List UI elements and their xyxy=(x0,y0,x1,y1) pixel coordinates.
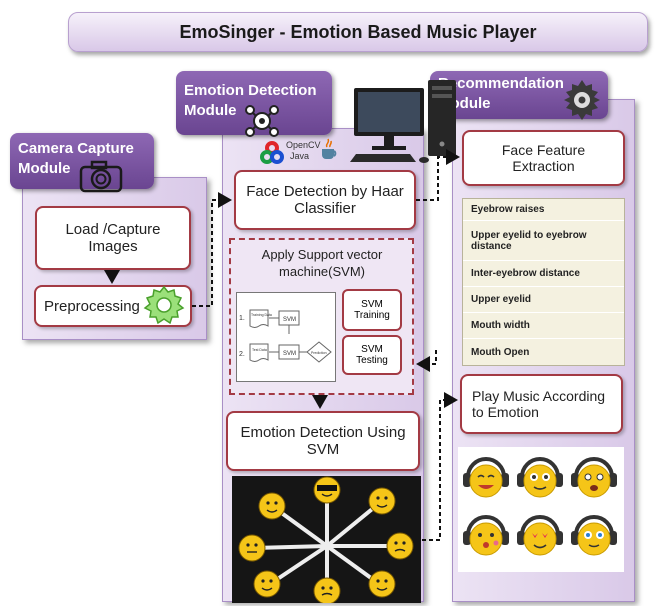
page-title: EmoSinger - Emotion Based Music Player xyxy=(68,12,648,52)
gear-icon xyxy=(143,284,185,331)
arrow-features-to-svm xyxy=(416,350,437,372)
play-music-box: Play Music According to Emotion xyxy=(460,374,623,434)
feature-item: Mouth width xyxy=(463,313,624,339)
headphone-emoji-icon xyxy=(571,515,617,556)
camera-label-line1: Camera Capture xyxy=(18,140,134,157)
flow-row2-pred: Prediction xyxy=(311,351,327,355)
play-music-line2: to Emotion xyxy=(472,404,539,420)
java-cup-icon xyxy=(318,138,340,165)
emoji-grid xyxy=(458,447,624,572)
java-text: Java xyxy=(290,151,310,161)
feature-item: Upper eyelid to eyebrow distance xyxy=(463,221,624,261)
arrow-emotion-to-play xyxy=(422,392,458,541)
svm-title-line1: Apply Support vector xyxy=(261,247,383,262)
svm-flow-diagram xyxy=(236,292,336,382)
emoji-wheel-image xyxy=(232,476,421,603)
flow-row2-svm: SVM xyxy=(283,351,296,357)
svm-flow-graphics: 1. Training Data SVM 2. Test Data SVM Pr… xyxy=(239,309,332,363)
headphone-emoji-icon xyxy=(463,515,509,556)
face-scan-icon xyxy=(244,104,280,143)
svm-testing-line1: SVM xyxy=(361,344,383,355)
arrow-preprocess-to-face-detection xyxy=(192,192,232,307)
flow-prediction-diamond xyxy=(306,341,332,363)
emotion-label-line1: Emotion Detection xyxy=(184,82,317,99)
recommendation-label-line1: Recommendation xyxy=(438,75,564,92)
face-detection-line2: Classifier xyxy=(294,200,356,217)
flow-row1-num: 1. xyxy=(239,315,245,322)
flow-row1-doc: Training Data xyxy=(251,313,272,317)
opencv-text: OpenCV xyxy=(286,140,321,150)
face-detection-box: Face Detection by Haar Classifier xyxy=(234,170,416,230)
face-detection-line1: Face Detection by Haar xyxy=(246,183,404,200)
load-capture-line1: Load /Capture xyxy=(65,221,161,238)
flow-training-doc-icon xyxy=(249,309,269,328)
feature-extraction-line1: Face Feature xyxy=(501,142,586,158)
load-capture-line2: Images xyxy=(88,238,138,255)
emotion-detection-svm-box: Emotion Detection Using SVM xyxy=(226,411,420,471)
feature-list: Eyebrow raises Upper eyelid to eyebrow d… xyxy=(462,198,625,366)
headphone-emoji-icon xyxy=(463,457,509,498)
load-capture-images-box: Load /Capture Images xyxy=(35,206,191,270)
camera-label-line2: Module xyxy=(18,160,71,177)
feature-item: Eyebrow raises xyxy=(463,199,624,221)
emotion-using-line2: SVM xyxy=(306,441,340,458)
feature-extraction-line2: Extraction xyxy=(512,158,575,174)
svm-title-line2: machine(SVM) xyxy=(279,264,365,279)
headphone-emoji-icon xyxy=(517,515,563,556)
preprocessing-text: Preprocessing xyxy=(44,297,140,315)
svm-title: Apply Support vector machine(SVM) xyxy=(232,246,412,280)
flow-row2-doc: Test Data xyxy=(252,348,267,352)
emotion-using-line1: Emotion Detection Using xyxy=(240,424,406,441)
face-feature-extraction-box: Face Feature Extraction xyxy=(462,130,625,186)
svm-testing-line2: Testing xyxy=(356,355,388,366)
feature-item: Mouth Open xyxy=(471,346,530,358)
title-text: EmoSinger - Emotion Based Music Player xyxy=(179,21,537,42)
headphone-emoji-icon xyxy=(517,457,563,498)
emotion-label-line2: Module xyxy=(184,102,237,119)
svm-training-line1: SVM xyxy=(361,299,383,310)
svm-testing-box: SVM Testing xyxy=(342,335,402,375)
flow-row2-num: 2. xyxy=(239,351,245,358)
feature-item: Upper eyelid xyxy=(463,287,624,313)
opencv-logo xyxy=(260,140,296,169)
flow-row1-svm: SVM xyxy=(283,317,296,323)
headphone-emoji-icon xyxy=(571,457,617,498)
svm-training-box: SVM Training xyxy=(342,289,402,331)
computer-icon xyxy=(350,74,462,171)
network-gear-icon xyxy=(560,78,604,127)
flow-test-doc-icon xyxy=(249,343,269,362)
feature-item: Inter-eyebrow distance xyxy=(463,261,624,287)
svm-training-line2: Training xyxy=(354,310,390,321)
play-music-line1: Play Music According xyxy=(472,388,606,404)
arrow-face-detection-to-extraction xyxy=(416,149,460,201)
camera-module-label: Camera Capture Module xyxy=(10,133,154,189)
camera-icon xyxy=(78,158,128,199)
